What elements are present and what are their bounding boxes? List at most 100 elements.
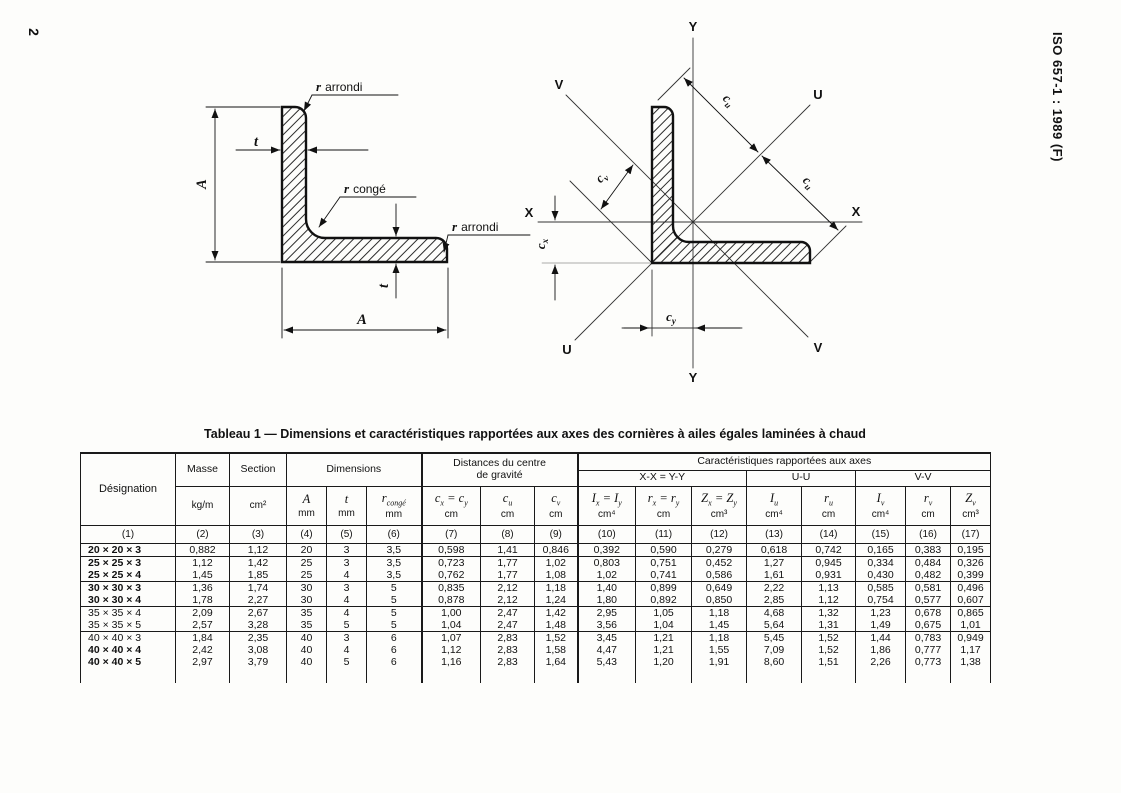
value-cell: 6 — [366, 643, 423, 656]
value-cell: 0,649 — [691, 580, 748, 594]
value-cell: 1,20 — [635, 655, 693, 668]
column-number-row: (1)(2)(3)(4)(5)(6)(7)(8)(9)(10)(11)(12)(… — [80, 524, 992, 544]
value-cell: 0,326 — [950, 555, 992, 569]
value-cell: 0,678 — [905, 605, 952, 619]
designation-cell: 40 × 40 × 4 — [80, 643, 176, 656]
value-cell: 0,452 — [691, 555, 748, 569]
value-cell: 0,581 — [905, 580, 952, 594]
value-cell: 1,01 — [950, 618, 992, 631]
axes-vv-header: V-V — [855, 470, 992, 487]
value-cell: 1,36 — [175, 580, 230, 594]
value-cell: 1,05 — [635, 605, 693, 619]
right-angle-figure: X X Y Y U U V V cu cu cv cx cy — [525, 19, 863, 385]
value-cell: 1,42 — [229, 555, 287, 569]
value-cell: 0,742 — [801, 543, 857, 556]
value-cell: 4 — [326, 593, 367, 606]
value-cell: 30 — [286, 593, 327, 606]
value-cell: 1,21 — [635, 643, 693, 656]
value-cell: 6 — [366, 655, 423, 668]
dimensions-table: Désignation Masse Section Dimensions Dis… — [80, 452, 992, 683]
value-cell: 4 — [326, 605, 367, 619]
designation-cell: 35 × 35 × 5 — [80, 618, 176, 631]
value-cell: 3,45 — [577, 630, 637, 644]
value-cell: 8,60 — [746, 655, 803, 668]
axis-label-y-bottom: Y — [689, 370, 698, 385]
value-cell: 4 — [326, 643, 367, 656]
value-cell: 1,77 — [480, 568, 536, 581]
value-cell: 1,55 — [691, 643, 748, 656]
axis-label-x-left: X — [525, 205, 534, 220]
value-cell: 2,35 — [229, 630, 287, 644]
value-cell: 1,52 — [801, 630, 857, 644]
value-cell: 0,607 — [950, 593, 992, 606]
value-cell: 4,47 — [577, 643, 637, 656]
axis-label-u-bottom: U — [562, 342, 571, 357]
header-row-groups: Désignation Masse Section Dimensions Dis… — [80, 453, 992, 526]
value-cell: 0,865 — [950, 605, 992, 619]
value-cell: 1,02 — [577, 568, 637, 581]
value-cell: 0,675 — [905, 618, 952, 631]
value-cell: 2,47 — [480, 605, 536, 619]
value-cell: 0,334 — [855, 555, 907, 569]
value-cell: 3 — [326, 630, 367, 644]
value-cell: 1,16 — [421, 655, 482, 668]
masse-header: Masse — [175, 453, 230, 487]
designation-cell: 30 × 30 × 4 — [80, 593, 176, 606]
value-cell: 3,56 — [577, 618, 637, 631]
value-cell: 0,803 — [577, 555, 637, 569]
column-number: (8) — [480, 524, 536, 544]
value-cell: 2,12 — [480, 580, 536, 594]
value-cell: 1,24 — [534, 593, 579, 606]
value-cell: 0,754 — [855, 593, 907, 606]
column-number: (14) — [801, 524, 857, 544]
column-number: (10) — [577, 524, 637, 544]
section-header: Section — [229, 453, 287, 487]
value-cell: 1,27 — [746, 555, 803, 569]
value-cell: 0,762 — [421, 568, 482, 581]
value-cell: 2,12 — [480, 593, 536, 606]
value-cell: 2,22 — [746, 580, 803, 594]
value-cell: 1,77 — [480, 555, 536, 569]
value-cell: 2,83 — [480, 643, 536, 656]
value-cell: 1,18 — [534, 580, 579, 594]
value-cell: 5,43 — [577, 655, 637, 668]
dim-label-cv: cv — [592, 167, 612, 187]
column-number: (5) — [326, 524, 367, 544]
column-number: (9) — [534, 524, 579, 544]
value-cell: 1,84 — [175, 630, 230, 644]
value-cell: 1,02 — [534, 555, 579, 569]
value-cell: 0,899 — [635, 580, 693, 594]
table-title: Tableau 1 — Dimensions et caractéristiqu… — [204, 427, 866, 441]
designation-cell: 35 × 35 × 4 — [80, 605, 176, 619]
value-cell: 1,21 — [635, 630, 693, 644]
value-cell: 1,18 — [691, 630, 748, 644]
value-cell: 35 — [286, 605, 327, 619]
value-cell: 1,07 — [421, 630, 482, 644]
value-cell: 3,79 — [229, 655, 287, 668]
value-cell: 2,67 — [229, 605, 287, 619]
value-cell: 1,52 — [801, 643, 857, 656]
value-cell: 5 — [326, 618, 367, 631]
value-cell: 2,26 — [855, 655, 907, 668]
value-cell: 1,31 — [801, 618, 857, 631]
column-number: (13) — [746, 524, 803, 544]
axis-label-y-top: Y — [689, 19, 698, 34]
column-number: (6) — [366, 524, 423, 544]
dim-label-t-top: t — [254, 134, 259, 150]
